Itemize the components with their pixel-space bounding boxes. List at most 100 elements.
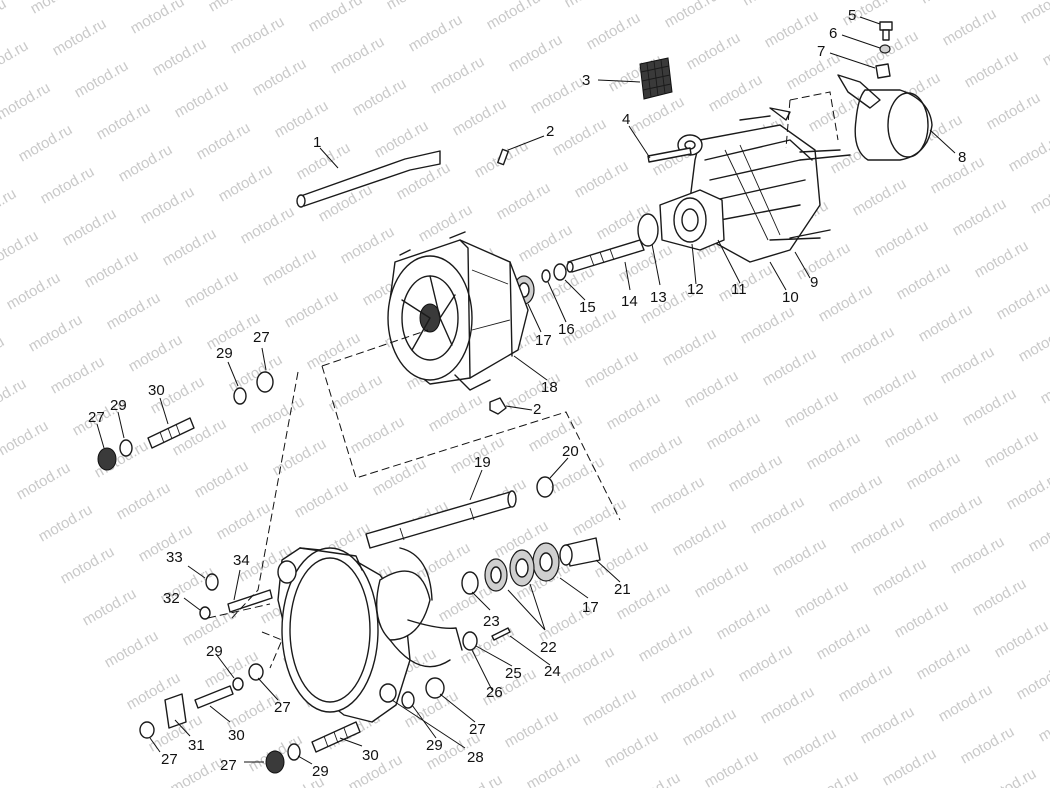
callout-30: 30 bbox=[228, 727, 245, 744]
callout-5: 5 bbox=[848, 7, 856, 24]
watermark-text: motod.ru bbox=[814, 619, 874, 663]
watermark-text: motod.ru bbox=[238, 203, 298, 247]
watermark-text: motod.ru bbox=[182, 267, 242, 311]
part-22-bearings bbox=[484, 549, 535, 592]
watermark-text: motod.ru bbox=[370, 455, 430, 499]
watermark-text: motod.ru bbox=[662, 0, 722, 31]
callout-1: 1 bbox=[313, 134, 321, 151]
part-17b-bearing bbox=[532, 542, 560, 582]
watermark-text: motod.ru bbox=[104, 289, 164, 333]
callout-34: 34 bbox=[233, 552, 250, 569]
watermark-text: motod.ru bbox=[1038, 363, 1050, 407]
watermark-text: motod.ru bbox=[516, 221, 576, 265]
watermark-text: motod.ru bbox=[740, 0, 800, 9]
watermark-text: motod.ru bbox=[702, 747, 762, 788]
watermark-text: motod.ru bbox=[872, 217, 932, 261]
watermark-text: motod.ru bbox=[970, 575, 1030, 619]
watermark-text: motod.ru bbox=[524, 749, 584, 788]
callout-29: 29 bbox=[426, 737, 443, 754]
part-32-washer bbox=[199, 606, 211, 620]
watermark-text: motod.ru bbox=[36, 501, 96, 545]
callout-20: 20 bbox=[562, 443, 579, 460]
watermark-text: motod.ru bbox=[684, 29, 744, 73]
watermark-text: motod.ru bbox=[604, 389, 664, 433]
assembly-guides bbox=[207, 91, 839, 669]
watermark-text: motod.ru bbox=[980, 765, 1040, 788]
watermark-text: motod.ru bbox=[860, 365, 920, 409]
watermark-text: motod.ru bbox=[16, 121, 76, 165]
watermark-text: motod.ru bbox=[1026, 511, 1050, 555]
watermark-text: motod.ru bbox=[582, 347, 642, 391]
watermark-text: motod.ru bbox=[304, 329, 364, 373]
part-13-o-ring bbox=[637, 213, 659, 247]
part-27-nut-d bbox=[139, 721, 155, 739]
watermark-text: motod.ru bbox=[862, 27, 922, 71]
part-27-nut-e bbox=[265, 750, 285, 774]
watermark-text: motod.ru bbox=[682, 367, 742, 411]
watermark-text: motod.ru bbox=[328, 33, 388, 77]
watermark-text: motod.ru bbox=[1006, 131, 1050, 175]
watermark-text: motod.ru bbox=[0, 375, 29, 419]
watermark-text: motod.ru bbox=[82, 247, 142, 291]
callout-7: 7 bbox=[817, 43, 825, 60]
watermark-text: motod.ru bbox=[760, 345, 820, 389]
callout-22: 22 bbox=[540, 639, 557, 656]
watermark-text: motod.ru bbox=[172, 77, 232, 121]
watermark-text: motod.ru bbox=[904, 449, 964, 493]
watermark-text: motod.ru bbox=[972, 237, 1032, 281]
watermark-text: motod.ru bbox=[60, 205, 120, 249]
part-30-fitting-b bbox=[194, 685, 234, 709]
watermark-text: motod.ru bbox=[270, 435, 330, 479]
watermark-text: motod.ru bbox=[114, 479, 174, 523]
watermark-text: motod.ru bbox=[726, 451, 786, 495]
callout-27: 27 bbox=[161, 751, 178, 768]
watermark-text: motod.ru bbox=[294, 139, 354, 183]
watermark-text: motod.ru bbox=[226, 351, 286, 395]
callout-27: 27 bbox=[253, 329, 270, 346]
watermark-text: motod.ru bbox=[416, 201, 476, 245]
watermark-text: motod.ru bbox=[102, 627, 162, 671]
watermark-text: motod.ru bbox=[850, 175, 910, 219]
watermark-text: motod.ru bbox=[428, 53, 488, 97]
watermark-text: motod.ru bbox=[782, 387, 842, 431]
part-31-bracket bbox=[164, 693, 187, 729]
callout-30: 30 bbox=[362, 747, 379, 764]
watermark-text: motod.ru bbox=[636, 621, 696, 665]
callout-labels: 1 2 2 3 4 5 6 7 8 9 10 11 12 13 14 15 16… bbox=[88, 7, 966, 780]
watermark-text: motod.ru bbox=[338, 223, 398, 267]
watermark-text: motod.ru bbox=[528, 73, 588, 117]
watermark-text: motod.ru bbox=[936, 681, 996, 725]
watermark-text: motod.ru bbox=[1036, 701, 1050, 745]
watermark-text: motod.ru bbox=[948, 533, 1008, 577]
part-34-stud bbox=[227, 589, 273, 613]
watermark-text: motod.ru bbox=[292, 477, 352, 521]
watermark-text: motod.ru bbox=[128, 0, 188, 37]
watermark-text: motod.ru bbox=[784, 49, 844, 93]
watermark-text: motod.ru bbox=[0, 37, 31, 81]
callout-24: 24 bbox=[544, 663, 561, 680]
watermark-text: motod.ru bbox=[670, 515, 730, 559]
part-2-pin bbox=[497, 148, 509, 166]
callout-32: 32 bbox=[163, 590, 180, 607]
callout-12: 12 bbox=[687, 281, 704, 298]
watermark-text: motod.ru bbox=[306, 0, 366, 35]
watermark-text: motod.ru bbox=[580, 685, 640, 729]
watermark-text: motod.ru bbox=[248, 393, 308, 437]
callout-27: 27 bbox=[88, 409, 105, 426]
watermark-text: motod.ru bbox=[892, 597, 952, 641]
watermark-text: motod.ru bbox=[192, 457, 252, 501]
part-19-drive-shaft bbox=[365, 490, 517, 549]
part-7-nut bbox=[875, 63, 891, 79]
watermark-text: motod.ru bbox=[602, 727, 662, 771]
watermark-text: motod.ru bbox=[326, 371, 386, 415]
callout-3: 3 bbox=[582, 72, 590, 89]
part-23-spacer bbox=[461, 571, 479, 595]
watermark-text: motod.ru bbox=[736, 641, 796, 685]
watermark-text: motod.ru bbox=[214, 499, 274, 543]
watermark-text: motod.ru bbox=[260, 245, 320, 289]
part-1-tube bbox=[296, 150, 441, 208]
part-27-nut-a bbox=[97, 447, 117, 471]
watermark-text: motod.ru bbox=[1040, 25, 1050, 69]
part-12-bearing-housing bbox=[659, 189, 725, 251]
watermark-text: motod.ru bbox=[426, 391, 486, 435]
